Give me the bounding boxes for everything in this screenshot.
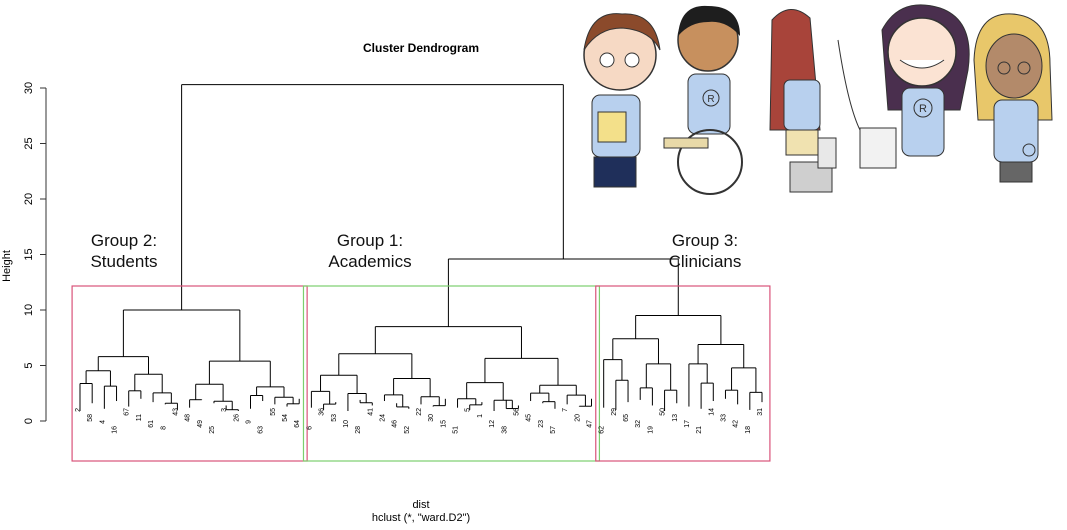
r-users-cartoon-icon: R R: [583, 4, 1053, 195]
leaf-label: 50: [660, 408, 667, 416]
leaf-label: 57: [550, 426, 557, 434]
leaf-label: 26: [233, 414, 240, 422]
cartoon-smiling-person: R: [881, 4, 970, 157]
leaf-label: 46: [392, 420, 399, 428]
group1-name: Academics: [328, 252, 411, 271]
leaf-label: 6: [306, 426, 313, 430]
leaf-label: 33: [720, 414, 727, 422]
leaf-label: 24: [379, 414, 386, 422]
hclust-method-caption: hclust (*, "ward.D2"): [372, 512, 470, 524]
cartoon-wheelchair-user: R: [663, 5, 743, 195]
leaf-label: 53: [331, 414, 338, 422]
group3-name: Clinicians: [669, 252, 742, 271]
r-badge-4: R: [919, 103, 927, 115]
leaf-label: 61: [148, 420, 155, 428]
leaf-label: 67: [124, 408, 131, 416]
leaf-label: 38: [501, 426, 508, 434]
leaf-label: 17: [684, 420, 691, 428]
group2-name: Students: [90, 252, 157, 271]
leaf-label: 13: [672, 414, 679, 422]
leaf-label: 52: [404, 426, 411, 434]
leaf-label: 3: [221, 408, 228, 412]
leaf-label: 63: [258, 426, 265, 434]
leaf-label: 2: [75, 408, 82, 412]
leaf-label: 32: [635, 420, 642, 428]
group1-title: Group 1:: [337, 231, 403, 250]
y-axis: 0 5 10 15 20 25 30: [23, 82, 47, 424]
cluster-box-group2: [71, 285, 308, 462]
leaf-label: 65: [623, 414, 630, 422]
leaf-label: 14: [708, 408, 715, 416]
leaf-label: 48: [185, 414, 192, 422]
leaf-label: 36: [319, 408, 326, 416]
leaf-label: 21: [696, 426, 703, 434]
leaf-label: 43: [172, 408, 179, 416]
leaf-label: 28: [355, 426, 362, 434]
leaf-label: 10: [343, 420, 350, 428]
leaf-label: 7: [562, 408, 569, 412]
y-tick-label-25: 25: [23, 137, 35, 149]
leaf-label: 54: [282, 414, 289, 422]
leaf-label: 15: [440, 420, 447, 428]
cartoon-person-with-glasses: [973, 13, 1053, 183]
y-tick-label-15: 15: [23, 248, 35, 260]
x-axis-label: dist: [412, 499, 429, 511]
y-tick-label-5: 5: [23, 362, 35, 368]
cluster-box-group3: [595, 285, 771, 462]
leaf-label: 64: [294, 420, 301, 428]
cluster-boxes: [71, 285, 771, 462]
cartoon-person-with-cable: [769, 9, 897, 193]
chart-title: Cluster Dendrogram: [363, 41, 479, 55]
leaf-label: 51: [453, 426, 460, 434]
leaf-label: 11: [136, 414, 143, 421]
dendrogram-tree: [79, 84, 763, 412]
leaf-label: 19: [647, 426, 654, 434]
leaf-label: 22: [416, 408, 423, 416]
y-tick-label-20: 20: [23, 193, 35, 205]
leaf-label: 5: [465, 408, 472, 412]
leaf-label: 16: [112, 426, 119, 434]
leaf-label: 8: [160, 426, 167, 430]
leaf-label: 30: [428, 414, 435, 422]
leaf-label: 56: [513, 408, 520, 416]
group3-title: Group 3:: [672, 231, 738, 250]
cluster-box-group1: [302, 285, 601, 462]
leaf-label: 25: [209, 426, 216, 434]
leaf-label: 42: [733, 420, 740, 428]
leaf-label: 58: [87, 414, 94, 422]
y-axis-label: Height: [1, 250, 13, 282]
y-tick-label-30: 30: [23, 82, 35, 94]
leaf-label: 47: [587, 420, 594, 428]
leaf-label: 23: [538, 420, 545, 428]
cartoon-person-with-baby: [583, 13, 661, 188]
leaf-label: 31: [757, 408, 764, 416]
y-tick-label-0: 0: [23, 418, 35, 424]
group2-title: Group 2:: [91, 231, 157, 250]
leaf-label: 29: [611, 408, 618, 416]
r-badge-2: R: [707, 94, 714, 105]
leaf-label: 45: [526, 414, 533, 422]
leaf-label: 4: [99, 420, 106, 424]
leaf-label: 1: [477, 414, 484, 418]
leaf-label: 20: [574, 414, 581, 422]
y-tick-label-10: 10: [23, 304, 35, 316]
leaf-label: 55: [270, 408, 277, 416]
leaf-label: 41: [367, 408, 374, 416]
leaf-label: 9: [246, 420, 253, 424]
leaf-labels: 2584166711618434849253269635554646365310…: [75, 408, 764, 434]
leaf-label: 12: [489, 420, 496, 428]
leaf-label: 62: [599, 426, 606, 434]
leaf-label: 49: [197, 420, 204, 428]
leaf-label: 18: [745, 426, 752, 434]
